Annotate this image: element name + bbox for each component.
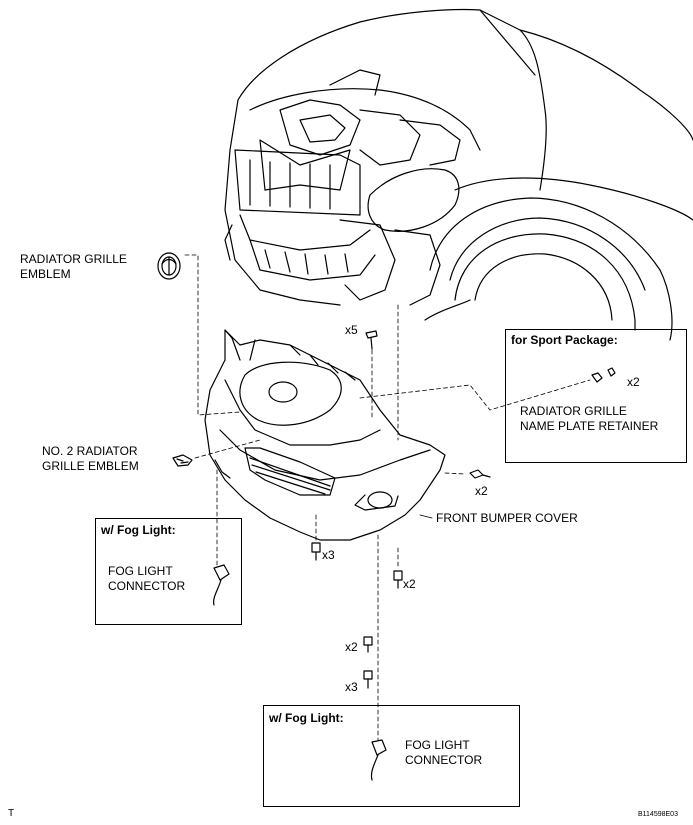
no2-grille-emblem-part [172, 454, 193, 467]
fog-connector-bottom-label-line1: FOG LIGHT [405, 738, 470, 752]
plate-retainer-label-line2: NAME PLATE RETAINER [520, 419, 659, 433]
fog-light-connector-left [213, 564, 230, 606]
sport-package-box [505, 329, 687, 463]
qty-bottom-left: x3 [322, 548, 335, 562]
plate-retainer-label-line1: RADIATOR GRILLE [520, 404, 627, 418]
radiator-grille-emblem-label-line1: RADIATOR GRILLE [20, 252, 127, 266]
qty-bottom-mid: x2 [403, 577, 416, 591]
qty-lower-clip-1: x2 [345, 640, 358, 654]
fog-light-left-title: w/ Fog Light: [101, 523, 176, 537]
fog-light-connector-bottom [370, 739, 387, 781]
qty-top-clip: x5 [345, 323, 358, 337]
bottom-mid-bolt-part [393, 570, 403, 589]
radiator-grille-emblem-label-line2: EMBLEM [20, 267, 71, 281]
front-bumper-cover-illustration [204, 329, 446, 541]
vehicle-front-illustration [224, 8, 693, 341]
fog-light-bottom-title: w/ Fog Light: [269, 711, 344, 725]
footer-code: T [8, 808, 15, 819]
lower-clip-1-part [363, 636, 373, 653]
qty-lower-clip-2: x3 [345, 680, 358, 694]
qty-retainer: x2 [627, 375, 640, 389]
fog-light-bottom-box [263, 705, 520, 807]
radiator-grille-emblem-part [157, 252, 181, 280]
no2-emblem-label-line1: NO. 2 RADIATOR [42, 444, 138, 458]
qty-right-screw: x2 [475, 484, 488, 498]
fog-connector-bottom-label-line2: CONNECTOR [405, 753, 483, 767]
right-screw-part [469, 469, 491, 479]
leader-lines [184, 254, 591, 741]
fog-connector-left-label-line2: CONNECTOR [108, 579, 186, 593]
lower-clip-2-part [363, 670, 373, 689]
no2-emblem-label-line2: GRILLE EMBLEM [42, 459, 139, 473]
clip-x5-part [365, 330, 378, 350]
bumper-cover-leader [419, 514, 433, 519]
front-bumper-cover-label: FRONT BUMPER COVER [436, 511, 578, 525]
bottom-left-bolt-part [311, 542, 321, 561]
figure-id: B114598E03 [638, 811, 678, 818]
fog-light-left-box [95, 518, 242, 625]
sport-package-title: for Sport Package: [511, 333, 618, 347]
fog-connector-left-label-line1: FOG LIGHT [108, 564, 173, 578]
retainer-part [591, 367, 616, 383]
